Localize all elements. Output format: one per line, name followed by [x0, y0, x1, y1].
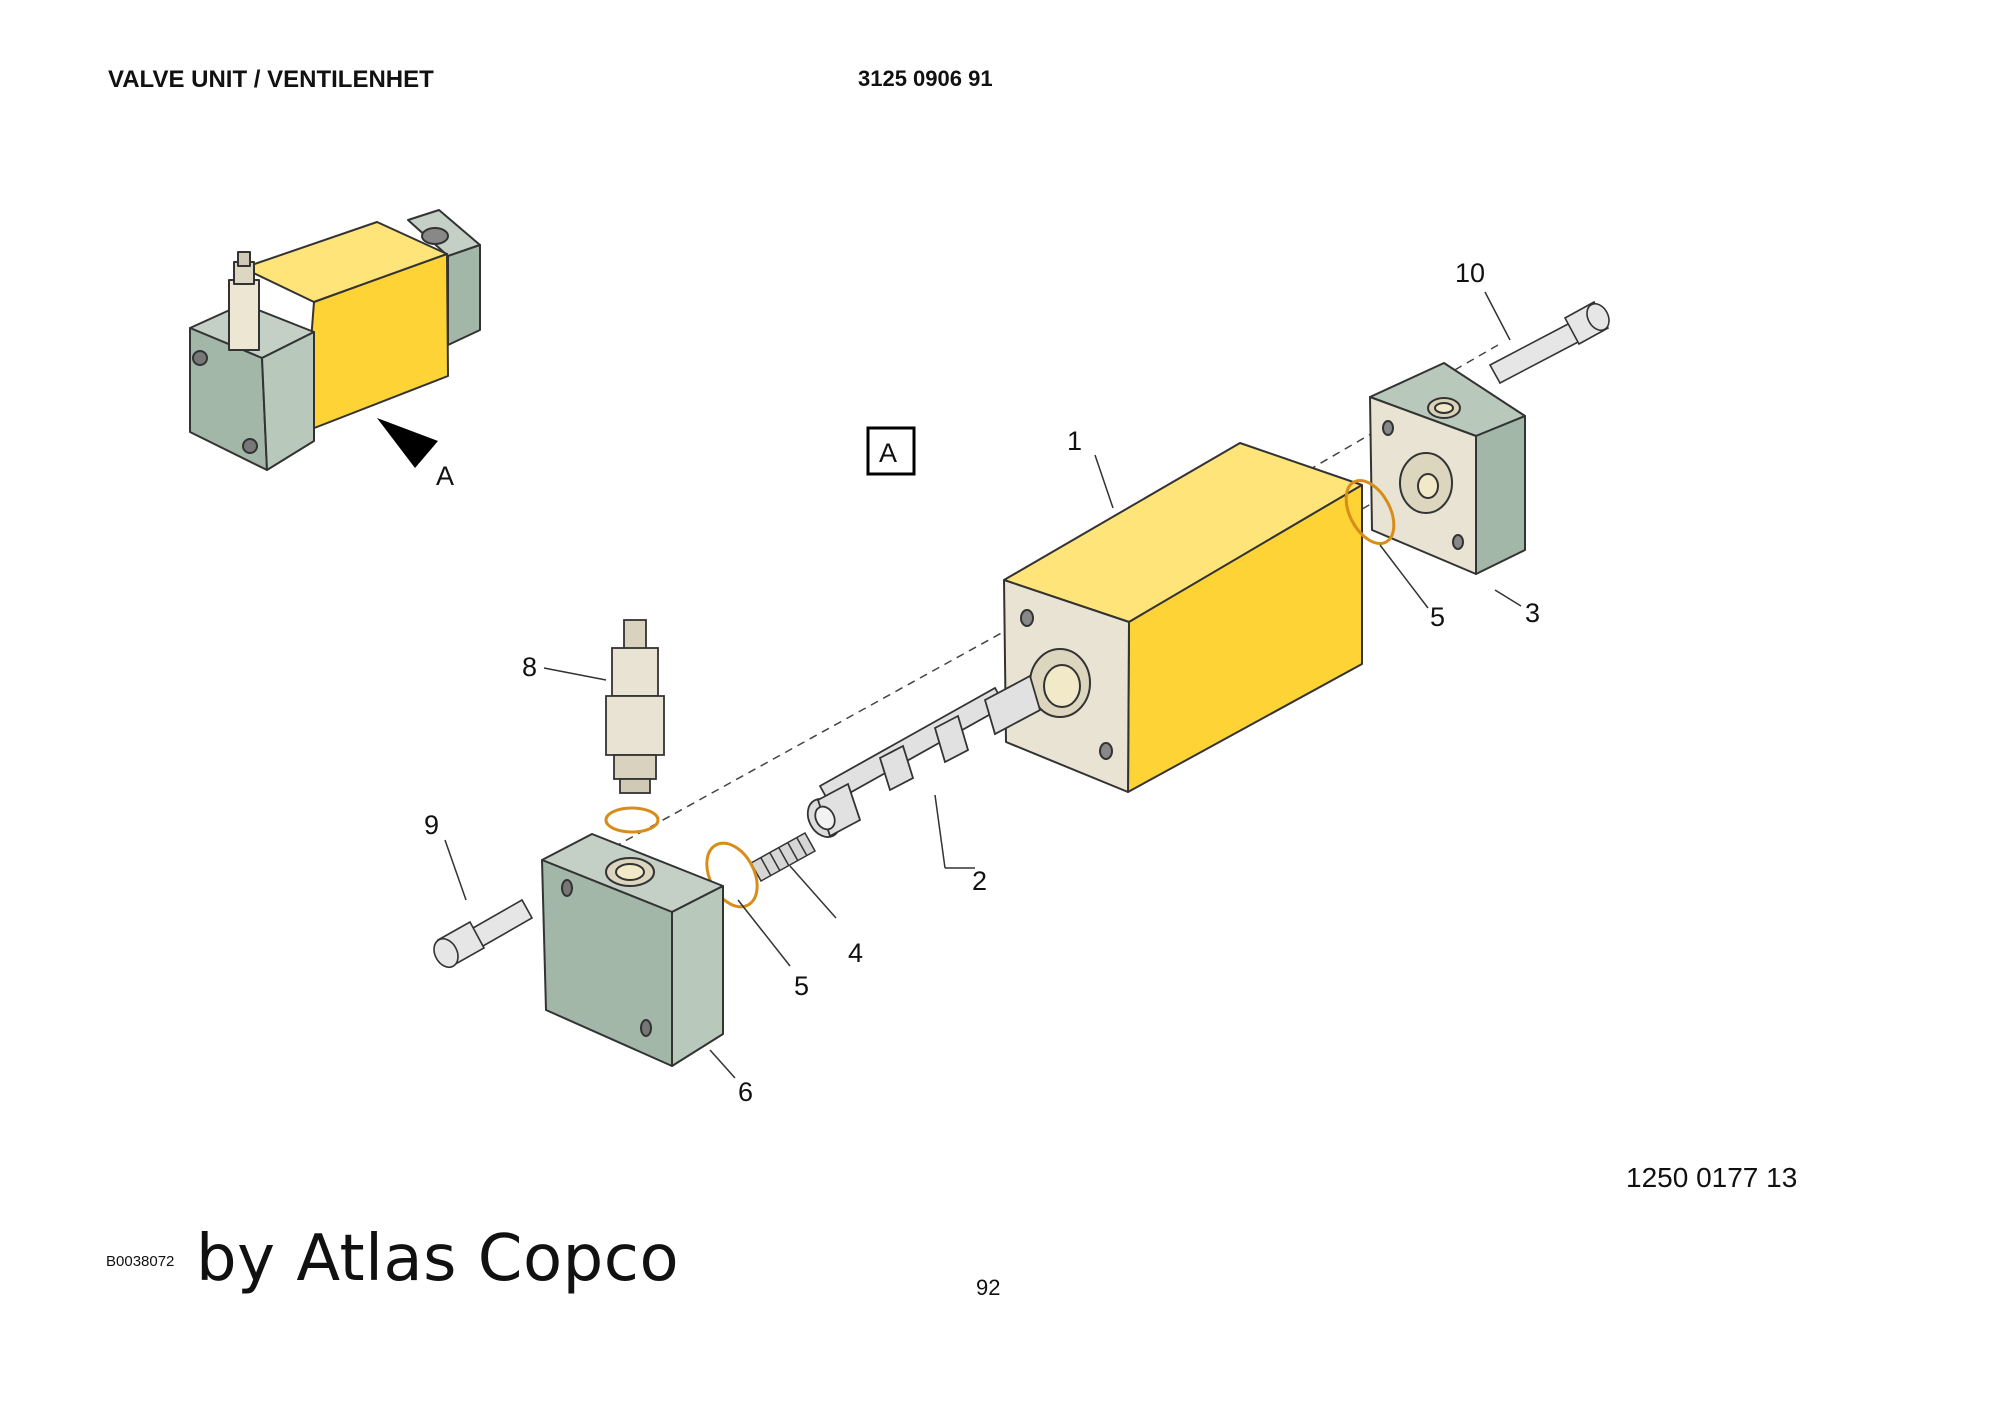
inlet-block [541, 833, 724, 1067]
callout-10: 10 [1455, 258, 1485, 288]
brand-text: by Atlas Copco [196, 1222, 680, 1296]
leader-lines [444, 291, 1522, 1079]
part-number: 3125 0906 91 [858, 66, 993, 91]
overview-assembly [189, 209, 481, 471]
view-marker-box [866, 426, 916, 476]
spring [749, 831, 817, 883]
screw-right [1488, 300, 1610, 385]
relief-valve [605, 619, 665, 794]
view-marker: A [879, 438, 897, 468]
callout-2: 2 [972, 866, 987, 896]
screw-left [433, 898, 534, 969]
overview-marker: A [436, 461, 454, 491]
image-code: B0038072 [106, 1253, 175, 1270]
callout-3: 3 [1525, 598, 1540, 628]
callout-6: 6 [738, 1077, 753, 1107]
o-ring-top [604, 806, 660, 834]
valve-body [1003, 442, 1363, 793]
callout-4: 4 [848, 938, 863, 968]
callout-5-left: 5 [794, 971, 809, 1001]
view-arrow [377, 418, 438, 468]
o-ring-right [1344, 479, 1396, 545]
spool [806, 674, 1042, 838]
page-number: 92 [976, 1275, 1001, 1300]
callout-5-right: 5 [1430, 602, 1445, 632]
callout-9: 9 [424, 810, 439, 840]
callout-1: 1 [1067, 426, 1082, 456]
end-block [1369, 362, 1526, 575]
reference-number: 1250 0177 13 [1626, 1162, 1798, 1193]
callout-8: 8 [522, 652, 537, 682]
page-title: VALVE UNIT / VENTILENHET [108, 66, 434, 93]
